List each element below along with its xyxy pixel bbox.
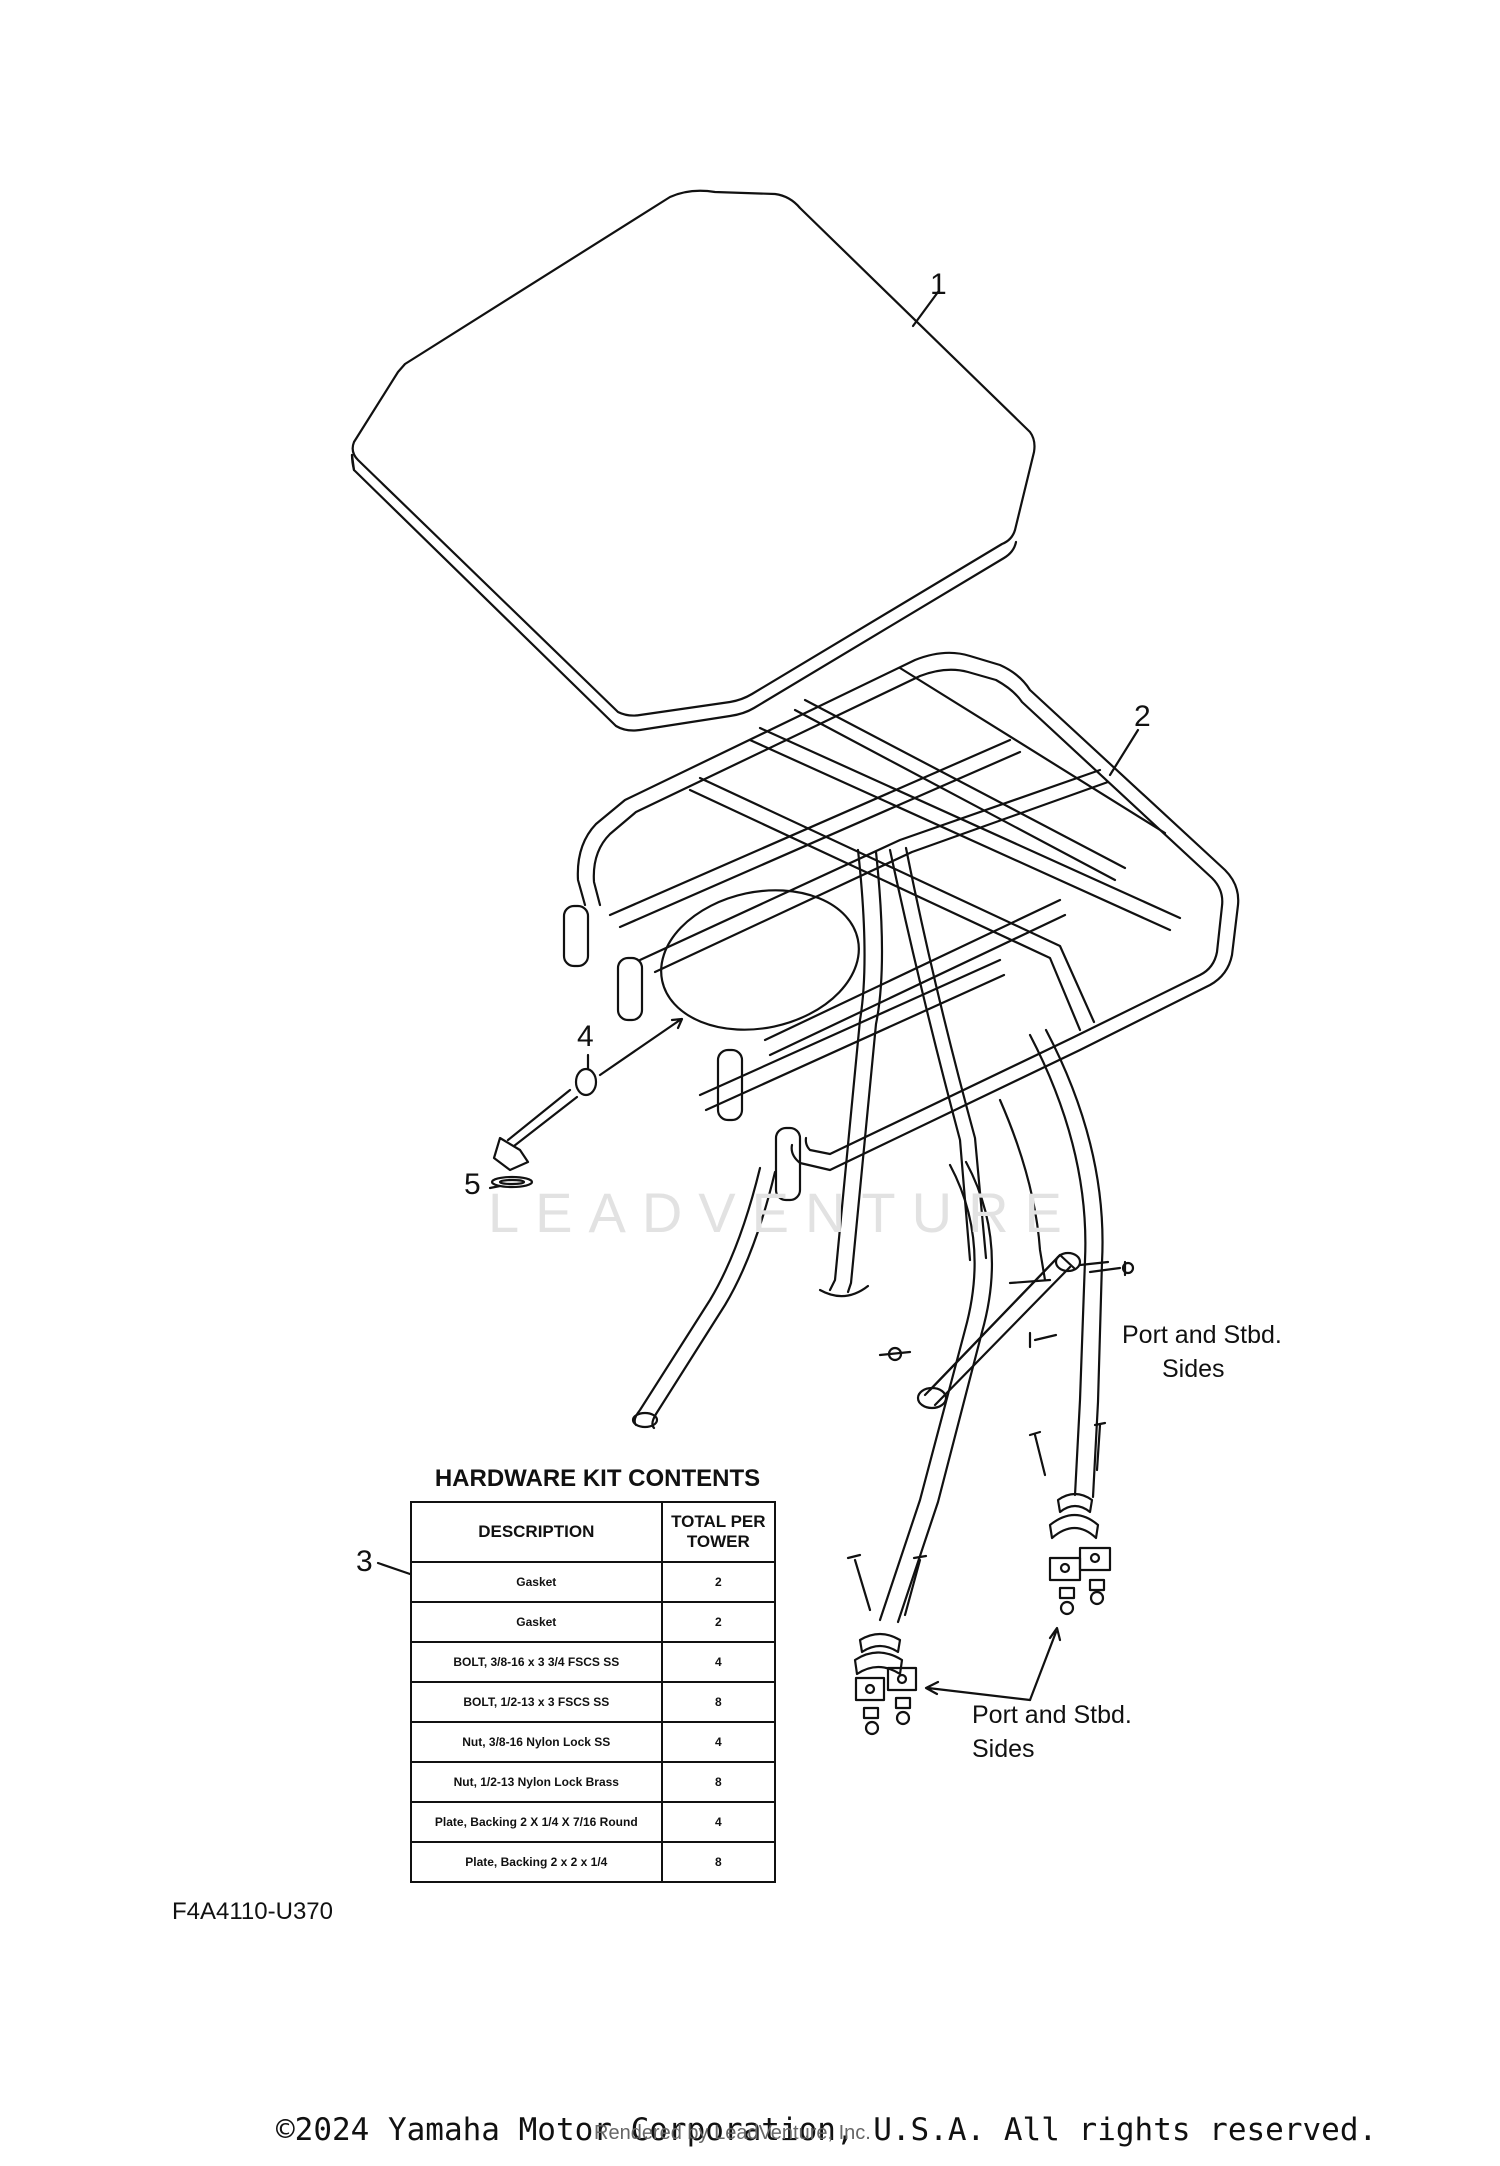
callout-4-arrow xyxy=(598,1017,684,1077)
callout-3: 3 xyxy=(356,1545,373,1578)
detail-circle xyxy=(660,889,860,1031)
mount-hardware-right xyxy=(1028,1421,1112,1616)
row-qty: 8 xyxy=(660,1761,777,1803)
row-qty: 4 xyxy=(660,1721,777,1763)
row-qty: 8 xyxy=(660,1681,777,1723)
row-description: Gasket xyxy=(410,1561,663,1603)
watermark: LEADVENTURE xyxy=(488,1181,1078,1244)
col-total-line2: TOWER xyxy=(686,1532,750,1551)
row-description: Plate, Backing 2 x 2 x 1/4 xyxy=(410,1841,663,1883)
upper-side-note-line2: Sides xyxy=(1162,1355,1225,1383)
row-qty: 4 xyxy=(660,1641,777,1683)
lower-note-arrow-up xyxy=(1028,1626,1062,1702)
figure-code: F4A4110-U370 xyxy=(172,1898,333,1925)
hardware-kit-header-row: DESCRIPTION TOTAL PER TOWER xyxy=(410,1501,777,1563)
callout-1-leader xyxy=(911,290,940,328)
canopy-top-part xyxy=(350,189,1036,732)
callout-4: 4 xyxy=(577,1020,594,1053)
side-bolts-upper xyxy=(878,1260,1135,1362)
row-description: Plate, Backing 2 X 1/4 X 7/16 Round xyxy=(410,1801,663,1843)
callout-2: 2 xyxy=(1134,700,1151,733)
row-description: BOLT, 1/2-13 x 3 FSCS SS xyxy=(410,1681,663,1723)
row-description: Nut, 1/2-13 Nylon Lock Brass xyxy=(410,1761,663,1803)
gasket-part xyxy=(490,1175,534,1189)
lower-note-arrow-left xyxy=(924,1680,1032,1702)
callout-3-leader xyxy=(376,1561,412,1576)
row-description: BOLT, 3/8-16 x 3 3/4 FSCS SS xyxy=(410,1641,663,1683)
row-qty: 8 xyxy=(660,1841,777,1883)
col-description: DESCRIPTION xyxy=(410,1501,663,1563)
col-total-line1: TOTAL PER xyxy=(671,1512,766,1531)
callout-2-leader xyxy=(1108,728,1140,777)
tower-frame-part xyxy=(562,651,1240,1624)
rendered-by-notice: Rendered by LeadVenture, Inc. xyxy=(594,2122,871,2144)
copyright-notice: ©2024 Yamaha Motor Corporation, U.S.A. A… xyxy=(276,2112,1378,2148)
row-qty: 4 xyxy=(660,1801,777,1843)
col-total-per-tower: TOTAL PER TOWER xyxy=(660,1501,777,1563)
lower-side-note-line1: Port and Stbd. xyxy=(972,1701,1132,1729)
upper-side-note-line1: Port and Stbd. xyxy=(1122,1321,1282,1349)
row-qty: 2 xyxy=(660,1561,777,1603)
upper-side-note: Port and Stbd. Sides xyxy=(1122,1318,1282,1386)
row-description: Nut, 3/8-16 Nylon Lock SS xyxy=(410,1721,663,1763)
row-qty: 2 xyxy=(660,1601,777,1643)
hardware-kit-title: HARDWARE KIT CONTENTS xyxy=(434,1465,761,1492)
row-description: Gasket xyxy=(410,1601,663,1643)
callout-5: 5 xyxy=(464,1168,481,1201)
lower-side-note: Port and Stbd. Sides xyxy=(972,1698,1132,1766)
callout-1: 1 xyxy=(930,268,947,301)
mount-hardware-left xyxy=(846,1553,928,1736)
bolt-part xyxy=(492,1067,598,1172)
callout-5-leader xyxy=(488,1184,502,1190)
lower-side-note-line2: Sides xyxy=(972,1735,1035,1763)
